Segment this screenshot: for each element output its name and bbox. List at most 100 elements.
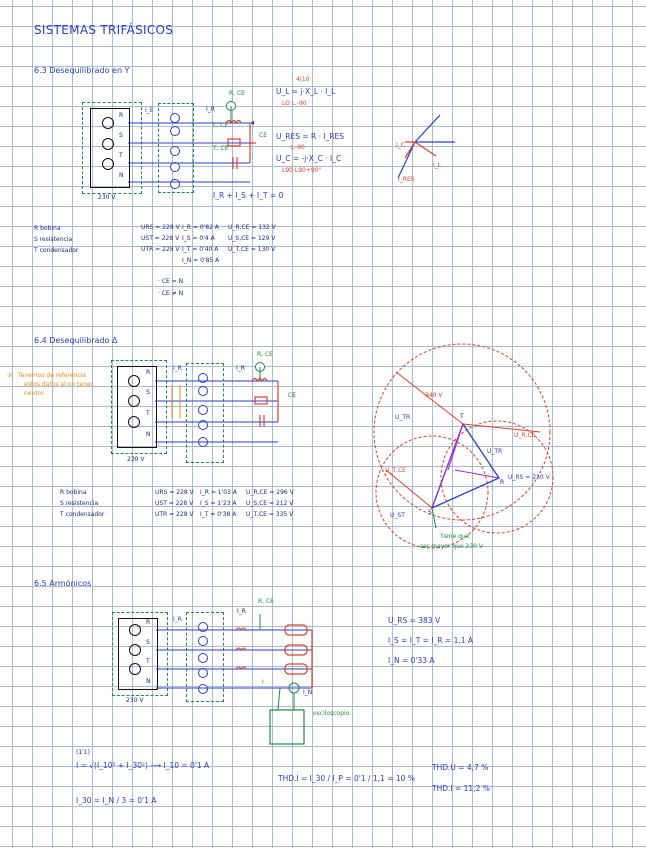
eq-vc: U_C = -j·X_C · I_C [276, 154, 342, 163]
meas-ust: UST = 228 V [141, 235, 180, 242]
phasor-label-il: I_L [433, 162, 442, 169]
diagram-label-ust: U_ST [390, 512, 405, 519]
ammeter-r-icon [198, 622, 208, 632]
oscilloscope-label: osciloscopio. [313, 710, 352, 717]
diagram-label-utce: U_T,CE [385, 467, 406, 474]
ammeter-t-icon [198, 420, 208, 430]
diagram-label-t: T [460, 413, 464, 420]
meas-ust: UST = 228 V [155, 500, 194, 507]
generator-s-icon [129, 644, 141, 656]
line-label-s: S [146, 639, 150, 646]
source-voltage: 230 V [98, 194, 116, 201]
line-label-r: R [119, 112, 124, 119]
eq-rms-tag: (1'1) [76, 749, 90, 756]
legend-r: R bobina [60, 489, 87, 496]
meas-urs: URS = 228 V [155, 489, 194, 496]
phasor-label-ic: I_C [396, 142, 405, 149]
current-label-i: I [262, 679, 264, 686]
generator-t-icon [128, 416, 140, 428]
diagram-label-s: S [428, 509, 432, 516]
meas-utce: U_T,CE = 335 V [246, 511, 294, 518]
line-label-s: S [119, 132, 123, 139]
line-label-t: T [146, 658, 150, 665]
current-label-ir: I_R [173, 365, 182, 372]
meas-it: I_T = 0'40 A [182, 246, 219, 253]
eq-vres: U_RES = R · I_RES [276, 132, 345, 141]
source-enclosure [111, 360, 167, 454]
diagram-label-r: R [500, 479, 505, 486]
phasor-label-ires: I_RES [398, 176, 415, 183]
meas-urce: U_R,CE = 296 V [246, 489, 294, 496]
eq-vc-vals: L90 L90+90° [282, 167, 322, 174]
source-box [118, 618, 158, 690]
page-title: SISTEMAS TRIFÁSICOS [34, 23, 174, 37]
line-label-n: N [119, 172, 124, 179]
line-label-n: N [146, 678, 151, 685]
meas-usce: U_S,CE = 212 V [246, 500, 294, 507]
meter-panel [186, 612, 224, 702]
voltmeter-icon [198, 405, 208, 415]
section-heading-6-5: 6.5 Armónicos [34, 579, 92, 588]
line-label-t: T [146, 410, 150, 417]
source-voltage: 230 V [127, 456, 145, 463]
meas-utr: UTR = 228 V [141, 246, 180, 253]
legend-t: T condensador [34, 247, 79, 254]
line-label-r: R [146, 619, 151, 626]
line-label-t: T [119, 152, 123, 159]
thd-u: THD.U = 4,7 % [432, 763, 489, 772]
legend-s: S resistencia [34, 236, 73, 243]
note-line-3: neutro [24, 390, 44, 397]
load-label-rce: R, CE [229, 90, 245, 97]
note-ce-eq-n: · CE = N [158, 278, 184, 285]
ammeter-s-icon [170, 126, 180, 136]
current-label-ir2: I_R [236, 365, 245, 372]
generator-r-icon [128, 375, 140, 387]
line-label-s: S [146, 389, 150, 396]
eq-vres-vals: ∟-90 [290, 144, 305, 151]
generator-t-icon [129, 663, 141, 675]
line-label-n: N [146, 431, 151, 438]
diagram-label-urce: U_R,CE [514, 432, 536, 439]
load-label-ce: CE [288, 392, 296, 399]
meas-utr: UTR = 228 V [155, 511, 194, 518]
voltmeter-icon [170, 146, 180, 156]
generator-r-icon [129, 624, 141, 636]
ammeter-s-icon [198, 386, 208, 396]
generator-r-icon [102, 117, 114, 129]
meter-panel [186, 363, 224, 463]
meas-urce: U_R,CE = 132 V [228, 224, 276, 231]
diagram-label-urs: U_RS ≈ 230 V [508, 474, 550, 481]
current-label-ir: I_R [206, 106, 215, 113]
meas-ir: I_R = 0'82 A [182, 224, 219, 231]
note-line-2: estos datos al no tener [24, 381, 94, 388]
source-enclosure [82, 102, 142, 194]
line-label-r: R [146, 369, 151, 376]
generator-t-icon [102, 158, 114, 170]
legend-s: S resistencia [60, 500, 99, 507]
generator-s-icon [128, 395, 140, 407]
diagram-note-1: tiene que [441, 533, 470, 540]
eq-current-sum: I_R + I_S + I_T = 0 [213, 191, 284, 200]
meas-ir: I_R = 1'03 A [200, 489, 237, 496]
note-line-1: Tenemos de referencia [18, 372, 87, 379]
load-label-tce: T, CE [213, 145, 229, 152]
meas-it: I_T = 0'38 A [200, 511, 237, 518]
note-number: ② [7, 372, 13, 379]
value-in: I_N = 0'33 A [388, 656, 435, 665]
diagram-note-2: ser mayor que 230 V [420, 543, 483, 550]
ammeter-n-icon [170, 179, 180, 189]
source-box [117, 366, 157, 448]
meas-utce: U_T,CE = 130 V [228, 246, 276, 253]
eq-vl: U_L = j·X_L · I_L [276, 87, 336, 96]
value-urs: U_RS = 383 V [388, 616, 441, 625]
section-heading-6-3: 6.3 Desequilibrado en Y [34, 66, 130, 75]
source-enclosure [112, 612, 168, 696]
current-label-ir2: I_R [237, 608, 246, 615]
current-label-ie: I_E [145, 107, 154, 114]
meter-panel [158, 103, 194, 193]
eq-vl-top: 4|10 [296, 76, 310, 83]
